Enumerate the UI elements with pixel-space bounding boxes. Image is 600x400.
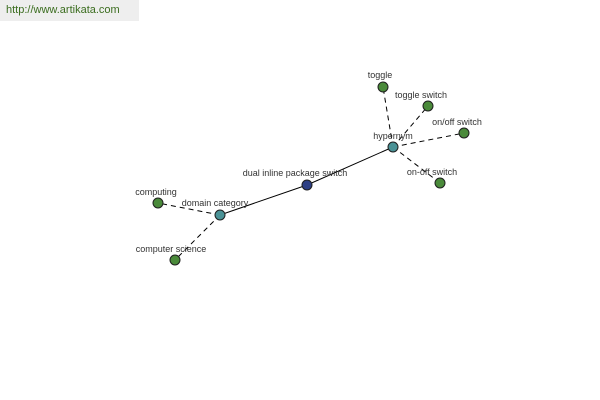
- node-domain-category[interactable]: [214, 209, 226, 221]
- edge-hypernym-to-toggle: [382, 86, 394, 148]
- node-computing[interactable]: [152, 197, 164, 209]
- edge-hypernym-to-on-off-switch-dash: [392, 146, 441, 184]
- node-toggle-switch[interactable]: [422, 100, 434, 112]
- node-label-dual-inline-package-switch[interactable]: dual inline package switch: [243, 168, 348, 178]
- edge-domain-category-to-computing: [157, 202, 221, 216]
- node-label-toggle[interactable]: toggle: [368, 70, 393, 80]
- node-label-computer-science[interactable]: computer science: [136, 244, 207, 254]
- node-label-domain-category[interactable]: domain category: [182, 198, 249, 208]
- node-toggle[interactable]: [377, 81, 389, 93]
- node-on-off-switch-dash[interactable]: [434, 177, 446, 189]
- edge-domain-category-to-dual-inline-package-switch: [219, 184, 308, 216]
- node-dual-inline-package-switch[interactable]: [301, 179, 313, 191]
- node-computer-science[interactable]: [169, 254, 181, 266]
- node-label-computing[interactable]: computing: [135, 187, 177, 197]
- nodes-layer: [152, 81, 470, 266]
- node-label-on-off-switch-dash[interactable]: on-off switch: [407, 167, 457, 177]
- node-label-on-off-switch-slash[interactable]: on/off switch: [432, 117, 482, 127]
- edge-domain-category-to-computer-science: [174, 214, 221, 261]
- node-label-hypernym[interactable]: hypernym: [373, 131, 413, 141]
- labels-layer: dual inline package switch hypernym domain…: [135, 70, 482, 254]
- node-on-off-switch-slash[interactable]: [458, 127, 470, 139]
- edge-hypernym-to-on-off-switch-slash: [392, 132, 465, 148]
- edge-dual-inline-package-switch-to-hypernym: [306, 146, 394, 186]
- node-hypernym[interactable]: [387, 141, 399, 153]
- site-url-link[interactable]: http://www.artikata.com: [0, 0, 139, 21]
- edges-layer: [157, 86, 465, 261]
- node-label-toggle-switch[interactable]: toggle switch: [395, 90, 447, 100]
